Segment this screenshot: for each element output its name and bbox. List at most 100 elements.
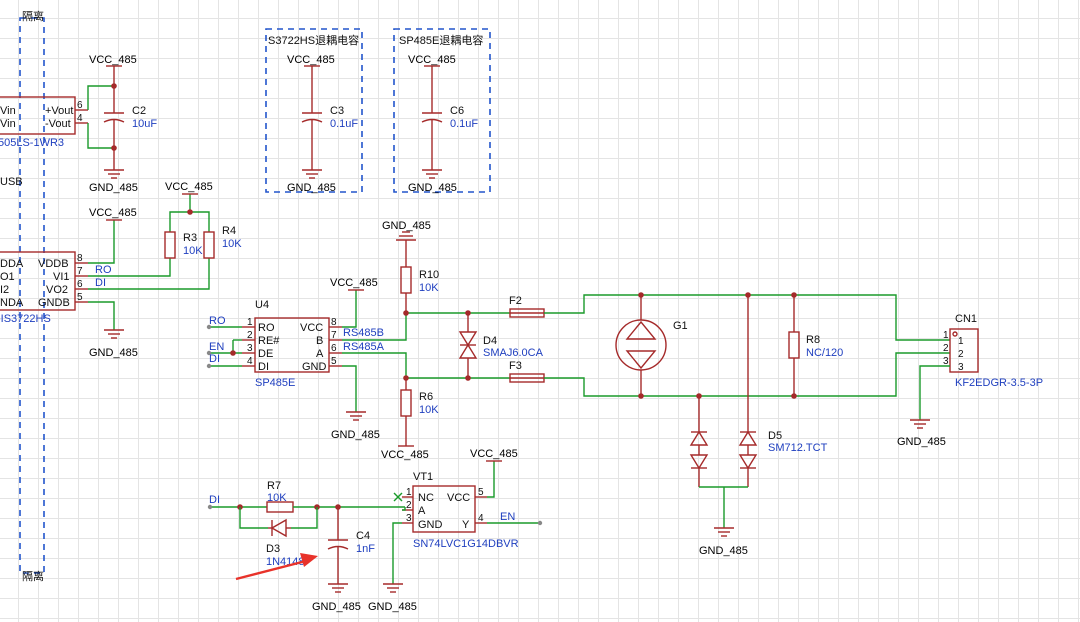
svg-text:3: 3: [406, 513, 412, 524]
capacitor-c2: C2 10uF: [103, 66, 157, 170]
resistor-r4: R4 10K: [203, 225, 242, 259]
ground-symbol-c3: [302, 169, 322, 179]
net-di-u4: DI: [209, 353, 220, 365]
gnd-label-isolator: GND_485: [89, 347, 138, 359]
svg-text:7: 7: [331, 330, 337, 341]
fuse-f2: F2: [509, 295, 545, 318]
gnd-label-c6: GND_485: [408, 182, 457, 194]
net-di-isolator: DI: [95, 277, 106, 289]
svg-text:3: 3: [958, 362, 964, 373]
tvs-array-d5: D5 SM712.TCT: [689, 295, 828, 487]
svg-text:10K: 10K: [267, 492, 287, 504]
usb-label: USB: [0, 176, 23, 188]
resistor-r8: R8 NC/120: [788, 295, 843, 396]
svg-text:2: 2: [406, 500, 412, 511]
svg-text:1: 1: [406, 487, 412, 498]
vcc-label-vt1: VCC_485: [470, 448, 518, 460]
decoupling-box-485: [393, 28, 491, 193]
svg-text:D3: D3: [266, 543, 280, 555]
resistor-r6: R6 10K: [400, 389, 439, 417]
net-di-bottom: DI: [209, 494, 220, 506]
svg-text:7: 7: [77, 266, 83, 277]
decoupling-title-485: SP485E退耦电容: [399, 33, 483, 47]
ground-symbol-c4: [328, 583, 348, 593]
svg-text:1: 1: [943, 330, 949, 341]
vcc-label-pullups: VCC_485: [165, 181, 213, 193]
decoupling-box-3722: [265, 28, 363, 193]
vcc-label-u4: VCC_485: [330, 277, 378, 289]
net-ro-isolator: RO: [95, 264, 112, 276]
transceiver-u4: U4 RO RE# DE DI VCC B A GND 1 2 3 4 8 7 …: [242, 299, 342, 389]
ground-symbol-c2: [104, 169, 124, 179]
svg-text:I2: I2: [0, 284, 9, 296]
svg-text:NC/120: NC/120: [806, 347, 843, 359]
tvs-diode-d4: D4 SMAJ6.0CA: [458, 313, 544, 378]
vt1-part: SN74LVC1G14DBVR: [413, 538, 519, 550]
svg-text:VDDB: VDDB: [38, 258, 69, 270]
isolated-supply-part: 505LS-1WR3: [0, 137, 64, 149]
svg-text:Vin: Vin: [0, 105, 16, 117]
svg-text:4: 4: [247, 356, 253, 367]
svg-text:6: 6: [77, 100, 83, 111]
net-en-u4: EN: [209, 341, 224, 353]
cn1-part: KF2EDGR-3.5-3P: [955, 377, 1043, 389]
svg-text:R6: R6: [419, 391, 433, 403]
gas-discharge-tube-g1: G1: [615, 295, 688, 396]
svg-text:O1: O1: [0, 271, 15, 283]
svg-text:Y: Y: [462, 519, 470, 531]
svg-text:3: 3: [943, 356, 949, 367]
svg-text:A: A: [418, 505, 426, 517]
resistor-r7: R7 10K: [266, 480, 294, 513]
ground-symbol-c6: [422, 169, 442, 179]
gnd-label-c4: GND_485: [312, 601, 361, 613]
svg-text:1: 1: [958, 336, 964, 347]
svg-text:DI: DI: [258, 361, 269, 373]
ground-symbol-vt1: [383, 583, 403, 593]
capacitor-c4: C4 1nF: [327, 507, 375, 584]
net-ro-u4: RO: [209, 315, 226, 327]
svg-text:1: 1: [247, 317, 253, 328]
gnd-label-c3: GND_485: [287, 182, 336, 194]
svg-text:VI1: VI1: [53, 271, 70, 283]
svg-text:5: 5: [77, 292, 83, 303]
diode-d3: D3 1N4148: [266, 518, 305, 568]
svg-text:2: 2: [958, 349, 964, 360]
svg-text:5: 5: [478, 487, 484, 498]
net-en-vt1: EN: [500, 511, 515, 523]
svg-text:RO: RO: [258, 322, 275, 334]
vcc-label-isolator: VCC_485: [89, 207, 137, 219]
ground-symbol-d5: [714, 527, 734, 537]
svg-text:G1: G1: [673, 320, 688, 332]
isolation-boundary: [19, 17, 45, 574]
svg-text:F3: F3: [509, 360, 522, 372]
svg-text:DE: DE: [258, 348, 273, 360]
svg-text:D4: D4: [483, 335, 497, 347]
svg-text:CN1: CN1: [955, 313, 977, 325]
svg-text:GND: GND: [418, 519, 443, 531]
svg-text:3: 3: [247, 343, 253, 354]
svg-text:F2: F2: [509, 295, 522, 307]
svg-text:B: B: [316, 335, 323, 347]
capacitor-c3: C3 0.1uF: [301, 66, 358, 170]
decoupling-title-3722: S3722HS退耦电容: [268, 33, 359, 47]
net-rs485a: RS485A: [343, 341, 385, 353]
isolator-part: -IS3722HS: [0, 313, 51, 325]
svg-text:2: 2: [247, 330, 253, 341]
svg-text:D5: D5: [768, 430, 782, 442]
svg-text:6: 6: [77, 279, 83, 290]
svg-text:RE#: RE#: [258, 335, 280, 347]
gnd-label-u4: GND_485: [331, 429, 380, 441]
svg-text:-Vout: -Vout: [45, 118, 71, 130]
ground-symbol-u4: [346, 411, 366, 421]
ground-symbol-isolator: [104, 329, 124, 339]
svg-text:0.1uF: 0.1uF: [330, 118, 358, 130]
svg-text:10K: 10K: [183, 245, 203, 257]
ground-symbol-cn1: [910, 419, 930, 429]
svg-text:C4: C4: [356, 530, 370, 542]
svg-text:GND: GND: [302, 361, 327, 373]
ground-symbol-r10: [396, 231, 416, 241]
svg-text:VCC: VCC: [300, 322, 323, 334]
svg-text:10uF: 10uF: [132, 118, 157, 130]
svg-text:5: 5: [331, 356, 337, 367]
